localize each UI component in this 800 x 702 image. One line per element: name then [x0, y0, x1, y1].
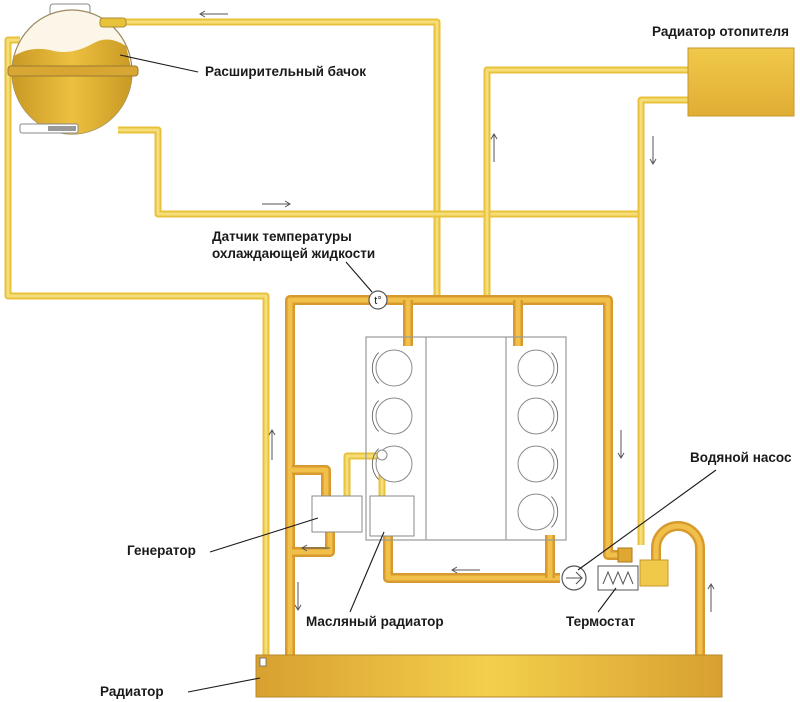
leader-oil-radiator — [349, 531, 385, 613]
sensor-symbol: t° — [374, 295, 381, 307]
leader-thermostat — [597, 587, 617, 613]
label-expansion-tank: Расширительный бачок — [205, 64, 366, 79]
flow-arrow — [617, 430, 625, 459]
flow-arrow — [301, 544, 330, 552]
cylinder — [375, 397, 413, 435]
thin-pipes — [4, 18, 688, 662]
oil-port — [376, 449, 388, 461]
cylinder — [375, 349, 413, 387]
flow-arrow — [707, 583, 715, 612]
flow-arrow — [294, 582, 302, 611]
leader-expansion-tank — [119, 54, 199, 73]
label-heater-radiator: Радиатор отопителя — [652, 24, 789, 39]
flow-arrow — [649, 136, 657, 165]
cylinder-flow-arc — [551, 400, 559, 432]
label-oil-radiator: Масляный радиатор — [306, 614, 444, 629]
cylinder-flow-arc — [551, 352, 559, 384]
flow-arrow — [199, 10, 228, 18]
main-pipes — [285, 295, 705, 662]
label-temp-sensor-line1: Датчик температуры — [212, 229, 352, 244]
cylinder-flow-arc — [551, 496, 559, 528]
leader-lines — [119, 54, 717, 693]
leader-water-pump — [577, 469, 717, 571]
flow-arrow — [490, 133, 498, 162]
generator-unit — [311, 495, 363, 533]
heater-radiator — [687, 47, 795, 117]
oil-radiator-unit — [369, 495, 415, 537]
cylinder-flow-arc — [371, 352, 379, 384]
thermostat-unit — [597, 547, 669, 591]
label-generator: Генератор — [127, 543, 196, 558]
engine-block — [365, 336, 567, 541]
cylinder-flow-arc — [371, 400, 379, 432]
temp-sensor: t° — [368, 290, 388, 310]
leader-radiator — [187, 677, 261, 693]
leader-temp-sensor — [345, 261, 373, 293]
radiator-port — [259, 657, 267, 667]
flow-arrows — [199, 10, 715, 612]
label-water-pump: Водяной насос — [690, 450, 792, 465]
flow-arrow — [451, 566, 480, 574]
flow-arrow — [268, 429, 276, 460]
cylinder — [517, 445, 555, 483]
label-radiator: Радиатор — [100, 684, 164, 699]
cylinder — [517, 493, 555, 531]
expansion-tank — [7, 3, 139, 135]
label-temp-sensor-line2: охлаждающей жидкости — [212, 246, 375, 261]
radiator — [255, 654, 723, 698]
water-pump — [561, 565, 587, 591]
flow-arrow — [262, 200, 291, 208]
cylinder-flow-arc — [551, 448, 559, 480]
leader-generator — [209, 517, 319, 553]
cylinders — [371, 349, 559, 531]
cylinder — [517, 349, 555, 387]
label-thermostat: Термостат — [566, 614, 636, 629]
cylinder-flow-arc — [371, 448, 379, 480]
cylinder — [517, 397, 555, 435]
